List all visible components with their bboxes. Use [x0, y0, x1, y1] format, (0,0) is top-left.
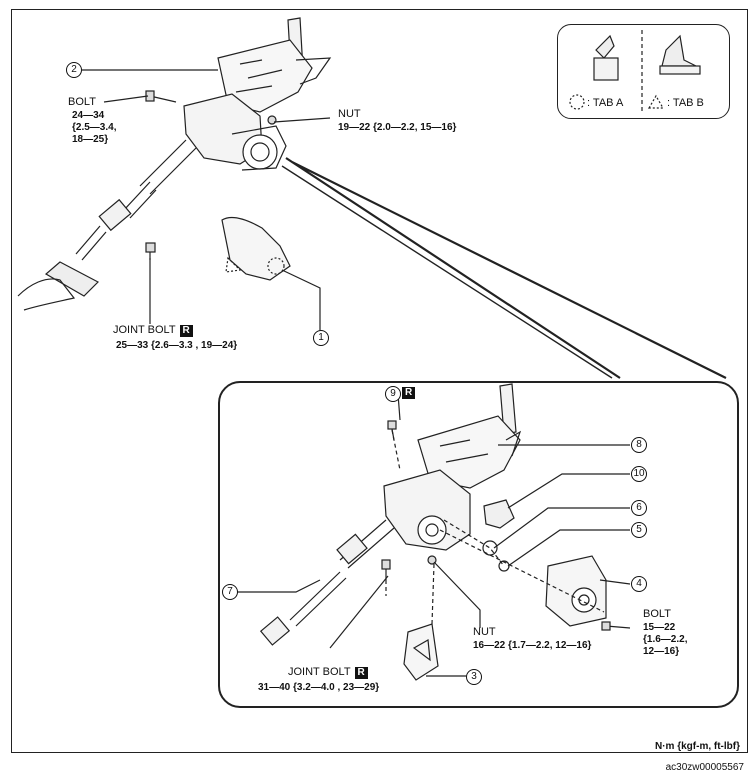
figure-code: ac30zw00005567	[665, 762, 744, 773]
nut-detail-title: NUT	[473, 626, 496, 638]
nut-upper-title: NUT	[338, 108, 361, 120]
legend-tab-a-label: : TAB A	[587, 97, 624, 109]
callout-4: 4	[631, 576, 647, 592]
tab-legend-icons	[569, 30, 701, 114]
callout-5: 5	[631, 522, 647, 538]
joint-bolt-detail-torque: 31—40 {3.2—4.0 , 23—29}	[258, 682, 380, 693]
replace-badge: R	[179, 325, 193, 337]
bolt-upper-title: BOLT	[68, 96, 96, 108]
callout-1: 1	[313, 330, 329, 346]
callout-8: 8	[631, 437, 647, 453]
upper-steering-column	[17, 17, 332, 311]
callout-10: 10	[631, 466, 647, 482]
replace-badge-9: R	[402, 387, 416, 399]
callout-6: 6	[631, 500, 647, 516]
detail-view-frame	[218, 381, 739, 708]
bolt-upper-torque: 24—34 {2.5—3.4, 18—25}	[72, 110, 117, 145]
callout-7: 7	[222, 584, 238, 600]
callout-3: 3	[466, 669, 482, 685]
callout-9: 9	[385, 386, 401, 402]
torque-units-note: N·m {kgf-m, ft-lbf}	[655, 741, 740, 752]
callout-2: 2	[66, 62, 82, 78]
bolt-detail-torque: 15—22 {1.6—2.2, 12—16}	[643, 622, 688, 657]
bolt-detail-title: BOLT	[643, 608, 671, 620]
nut-detail-torque: 16—22 {1.7—2.2, 12—16}	[473, 640, 592, 651]
detail-steering-column	[259, 383, 631, 681]
replace-badge-detail: R	[354, 667, 368, 679]
nut-upper-torque: 19—22 {2.0—2.2, 15—16}	[338, 122, 457, 133]
joint-bolt-upper-torque: 25—33 {2.6—3.3 , 19—24}	[116, 340, 238, 351]
tab-legend-box	[557, 24, 730, 119]
legend-tab-b-label: : TAB B	[667, 97, 704, 109]
